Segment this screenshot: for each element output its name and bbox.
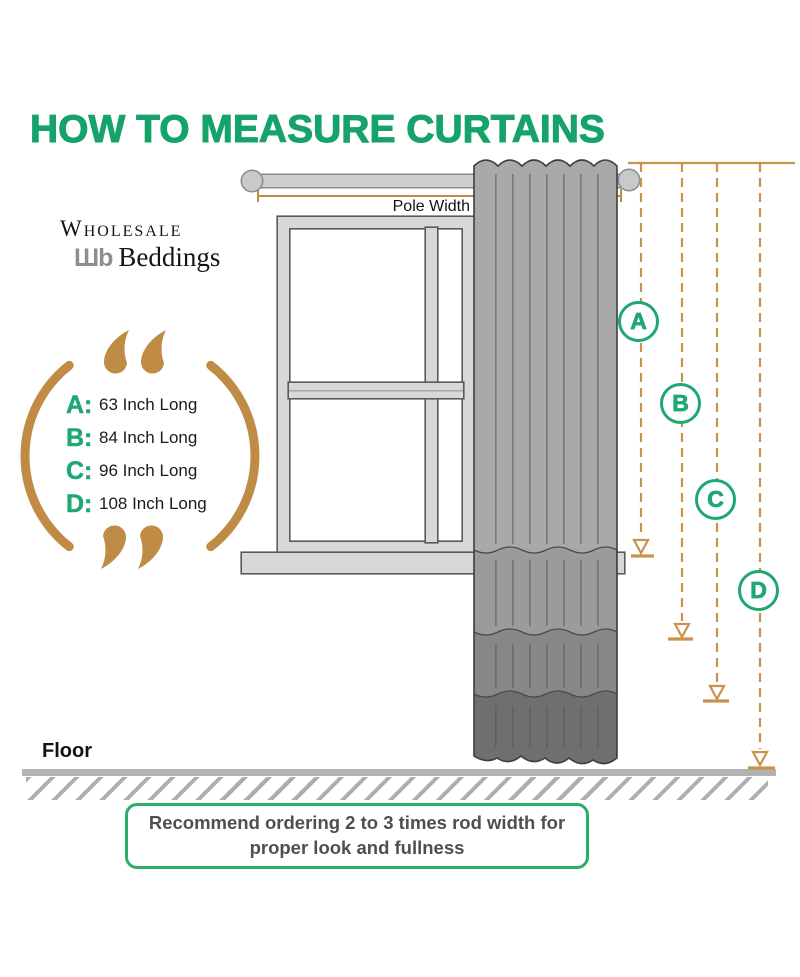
recommendation-note: Recommend ordering 2 to 3 times rod widt… (125, 803, 589, 869)
pole-width-label: Pole Width (392, 198, 470, 215)
note-line-2: proper look and fullness (249, 837, 465, 858)
quote-badge (20, 330, 260, 569)
floor-label: Floor (42, 740, 92, 762)
arrow-down-icon-d (751, 750, 769, 768)
list-item: D: 108 Inch Long (66, 489, 207, 518)
arrow-down-icons (632, 538, 769, 768)
floor-line (22, 769, 776, 776)
measure-tick-right (620, 189, 622, 202)
length-letter-c: C: (66, 456, 93, 485)
page-title: HOW TO MEASURE CURTAINS (30, 108, 606, 152)
list-item: B: 84 Inch Long (66, 423, 207, 452)
length-text-b: 84 Inch Long (99, 428, 198, 447)
curtain-length-list: A: 63 Inch Long B: 84 Inch Long C: 96 In… (66, 390, 207, 518)
length-measure-ladder (628, 161, 795, 770)
length-text-c: 96 Inch Long (99, 461, 198, 480)
curtain-panel (473, 159, 618, 765)
badge-arc-right (206, 360, 260, 552)
logo-beddings-text: Beddings (118, 242, 221, 272)
length-letter-b: B: (66, 423, 93, 452)
list-item: A: 63 Inch Long (66, 390, 207, 419)
measure-tick-left (257, 189, 259, 202)
logo-wb-mark: Шb (74, 244, 113, 272)
arrow-down-icon-a (632, 538, 650, 556)
curtain-shade-bands (474, 174, 617, 764)
logo-wholesale-text: Wholesale (60, 216, 183, 241)
quote-open-icon (103, 330, 166, 374)
note-line-1: Recommend ordering 2 to 3 times rod widt… (148, 812, 566, 834)
rod-finial-right (619, 170, 639, 190)
measure-circle-b: B (660, 383, 701, 424)
measure-circle-c: C (695, 479, 736, 520)
rod-finial-left (242, 171, 262, 191)
pole-width-measure-line (257, 195, 622, 197)
quote-close-icon (101, 525, 164, 569)
list-item: C: 96 Inch Long (66, 456, 207, 485)
arrow-down-icon-b (673, 622, 691, 640)
floor-hatching (26, 777, 768, 800)
length-letter-d: D: (66, 489, 93, 518)
measure-circle-a: A (618, 301, 659, 342)
window-mullion-horizontal (289, 383, 463, 398)
ladder-lines (628, 161, 795, 749)
length-letter-a: A: (66, 390, 93, 419)
length-text-d: 108 Inch Long (99, 494, 207, 513)
arrow-end-bars (631, 554, 775, 770)
length-text-a: 63 Inch Long (99, 395, 198, 414)
badge-arc-left (20, 360, 74, 552)
measure-circle-d: D (738, 570, 779, 611)
arrow-down-icon-c (708, 684, 726, 702)
